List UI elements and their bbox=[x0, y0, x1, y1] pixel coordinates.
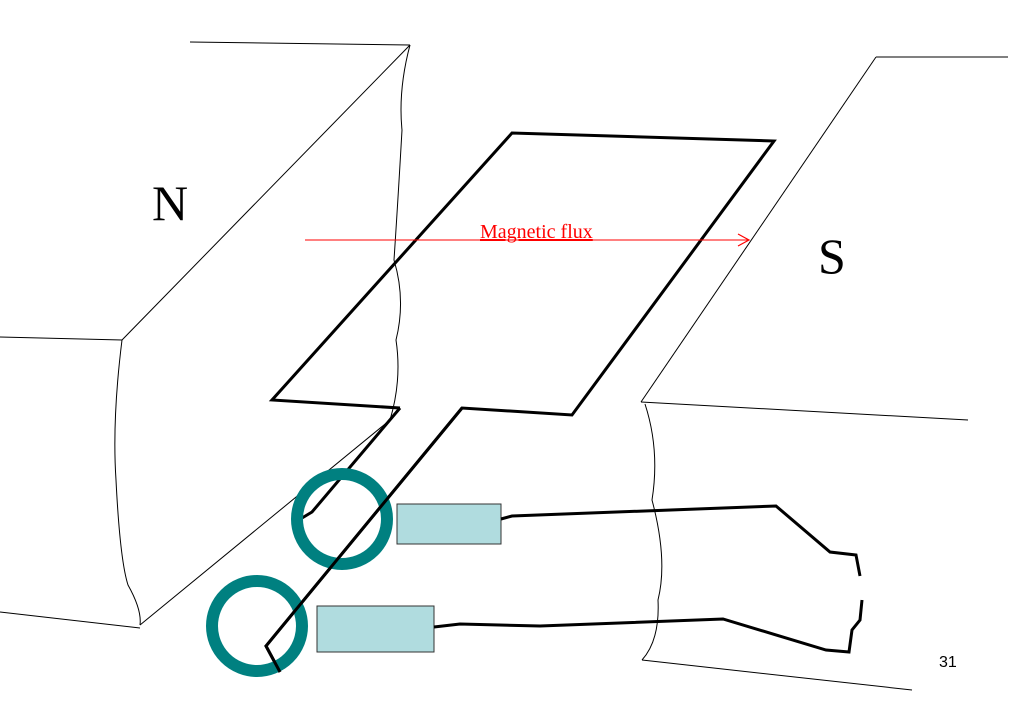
flux-arrow-head bbox=[737, 233, 751, 247]
north-magnet-bottom-left-edge bbox=[0, 336, 123, 341]
page-number: 31 bbox=[939, 654, 957, 671]
north-magnet-front-face-edge bbox=[114, 339, 141, 626]
north-magnet-floor-edge bbox=[0, 611, 141, 629]
flux-label: Magnetic flux bbox=[480, 221, 593, 243]
north-magnet-top-edge bbox=[189, 41, 411, 46]
north-magnet bbox=[0, 41, 411, 629]
circuit-wire-lower bbox=[433, 599, 864, 654]
brush-lower bbox=[316, 605, 435, 653]
brush-upper bbox=[396, 503, 502, 545]
north-magnet-front-edge bbox=[121, 44, 411, 341]
flux-arrow bbox=[305, 233, 751, 247]
north-pole-label: N bbox=[152, 175, 188, 231]
south-magnet-floor-edge bbox=[641, 659, 913, 691]
armature-coil bbox=[264, 131, 777, 673]
circuit-wire-upper bbox=[500, 504, 862, 577]
south-magnet-front-edge bbox=[640, 56, 877, 403]
south-pole-label: S bbox=[818, 228, 846, 284]
slip-ring-upper bbox=[291, 468, 393, 570]
coil-lead-overlay bbox=[264, 407, 464, 673]
slip-ring-lower bbox=[206, 575, 308, 677]
south-magnet-face-top-edge bbox=[640, 401, 969, 421]
south-magnet-face-left-edge bbox=[641, 403, 663, 661]
north-magnet-lower-slant-edge bbox=[139, 419, 391, 626]
north-magnet-right-face-edge bbox=[389, 44, 411, 421]
south-magnet bbox=[640, 56, 1008, 691]
